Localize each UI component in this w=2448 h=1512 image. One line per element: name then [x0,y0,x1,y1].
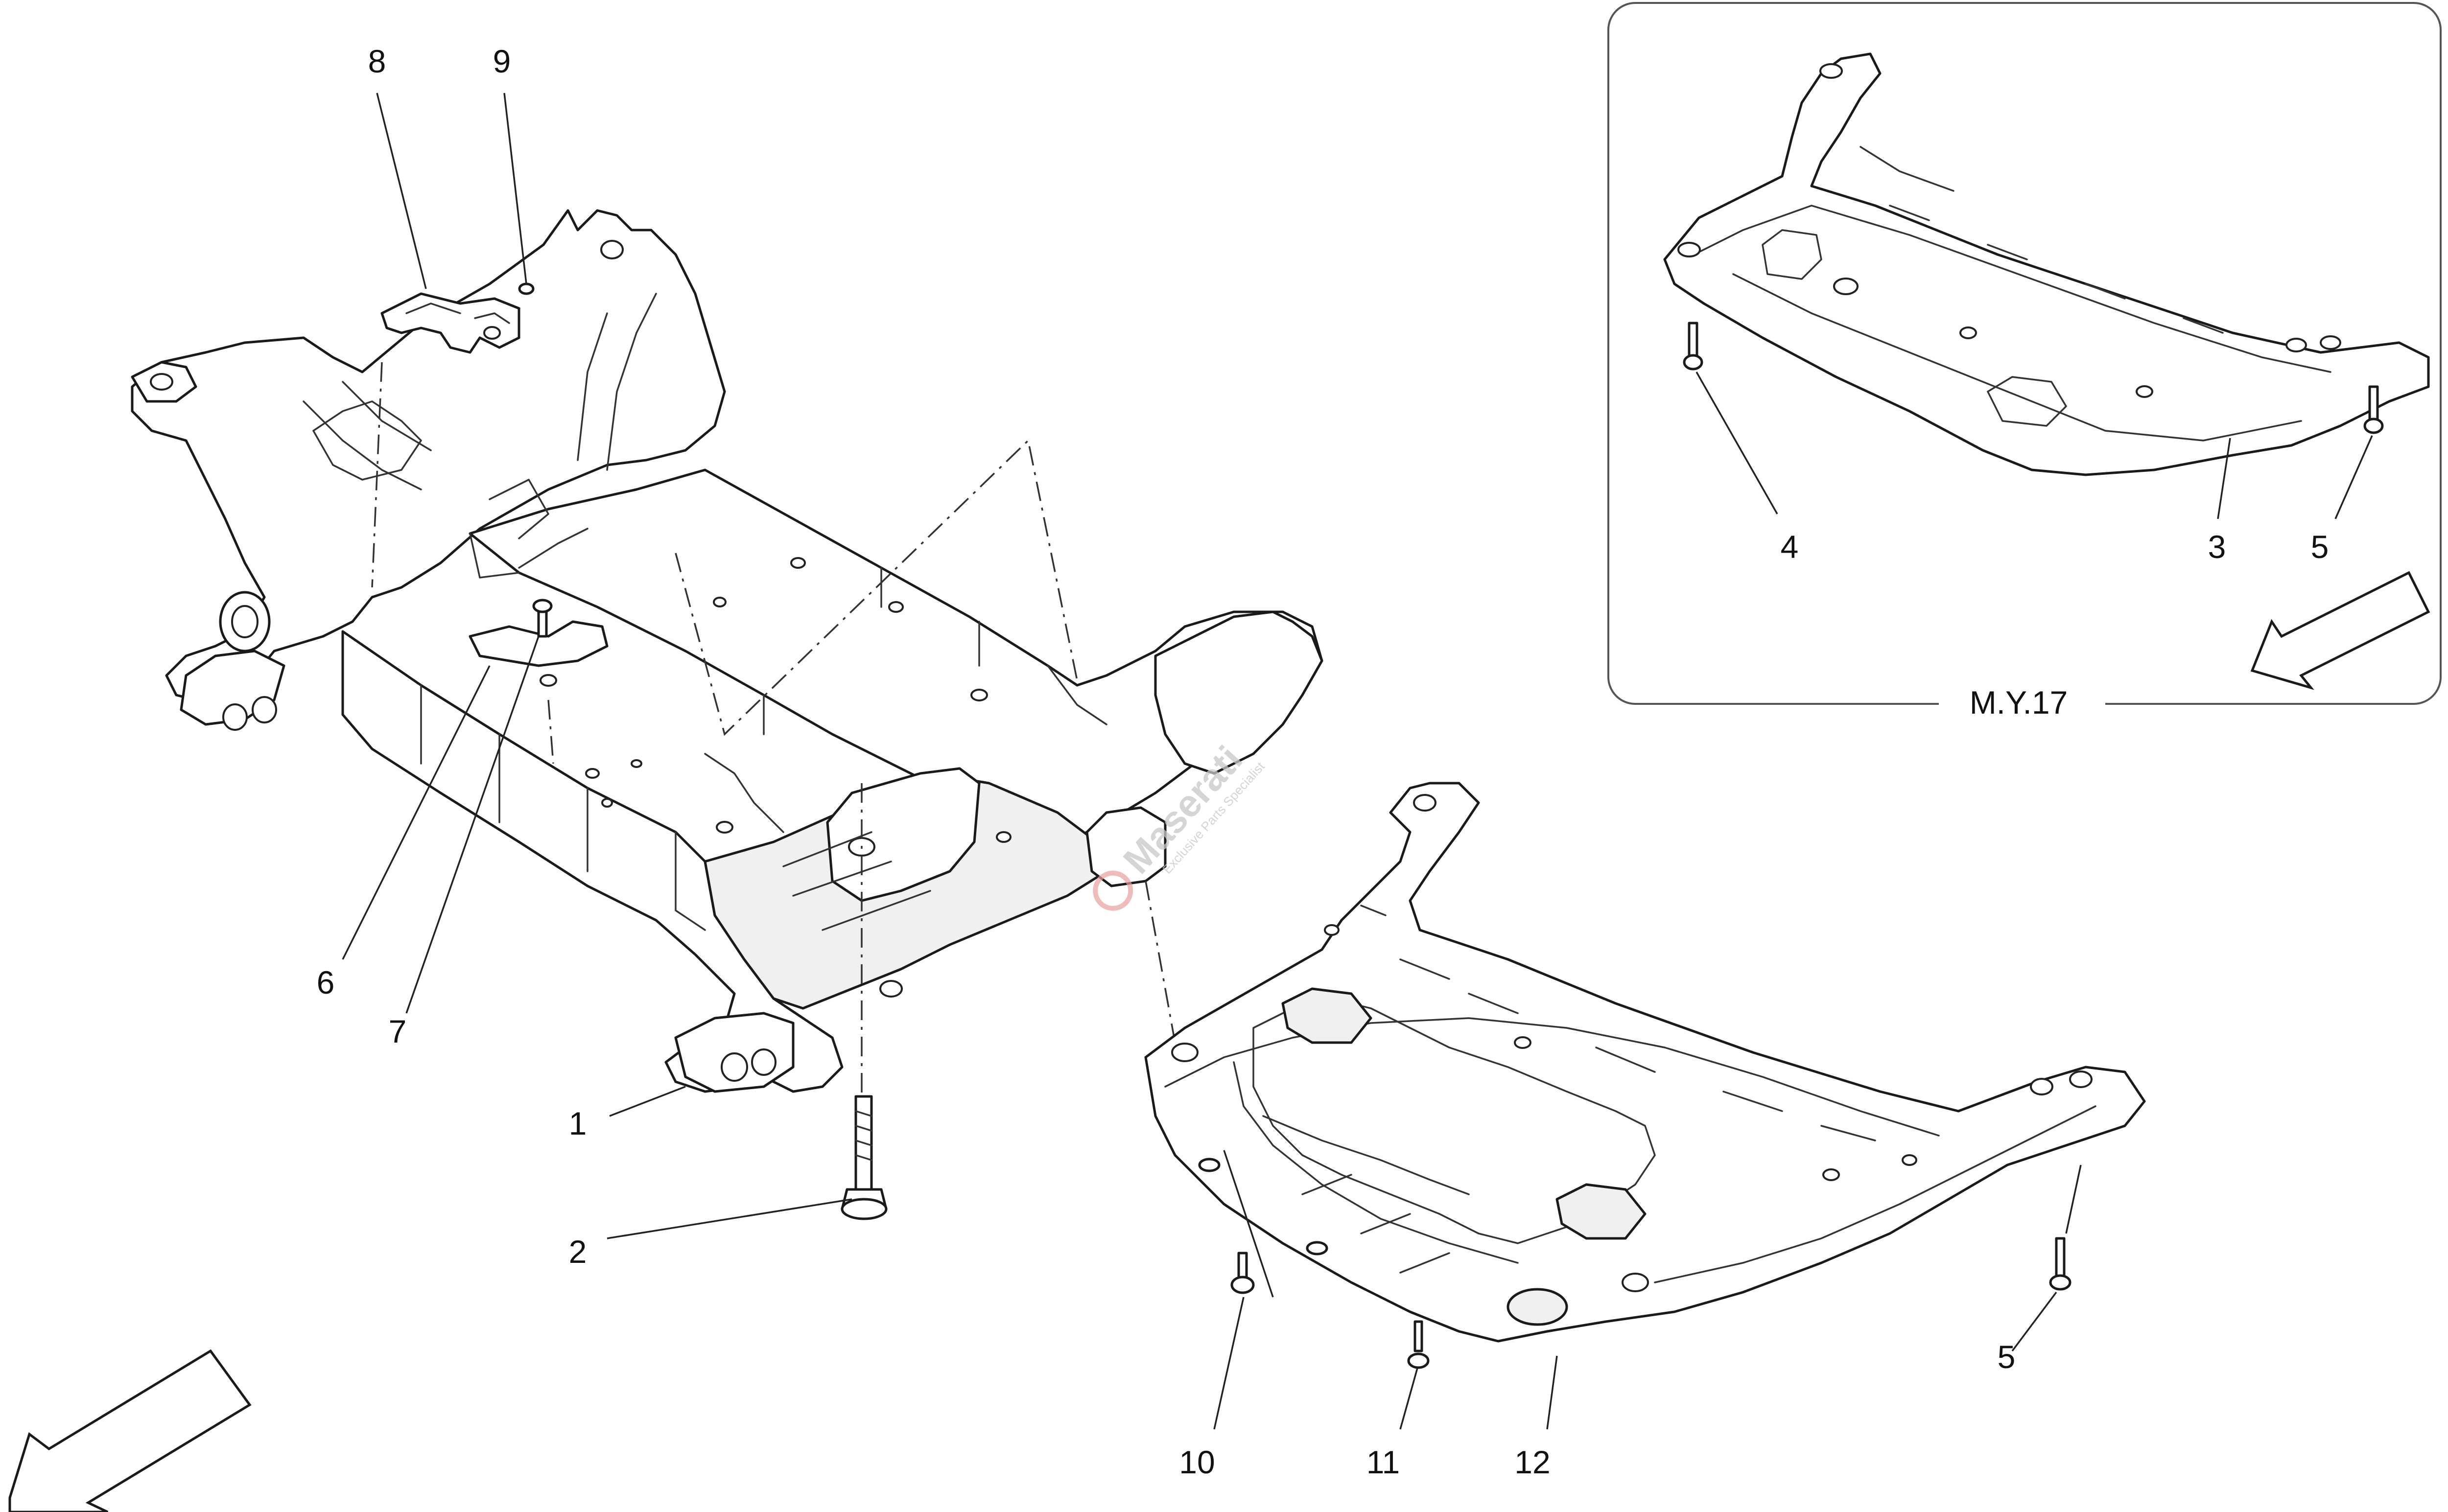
callout-2: 2 [569,1233,587,1270]
callout-9: 9 [493,43,511,79]
callout-1: 1 [569,1105,587,1141]
screw-9 [518,282,535,295]
callout-10: 10 [1179,1444,1215,1480]
bolt-2 [841,1095,888,1220]
inset-label: M.Y.17 [1970,684,2068,721]
callout-labels: 1 2 3 4 5 5 6 7 8 9 10 11 12 [317,43,2329,1480]
callout-11: 11 [1366,1444,1400,1480]
callout-12: 12 [1514,1444,1550,1480]
bolt-10 [1230,1252,1255,1294]
callout-7: 7 [389,1013,407,1049]
bolt-7 [532,599,553,638]
bolt-5-lower [2049,1237,2071,1291]
bracket-8 [380,292,520,354]
callout-5-lower: 5 [1998,1339,2016,1375]
inset-direction-arrow [2250,571,2430,690]
inset-bolt-4 [1683,322,1703,371]
inset-skid-plate [1663,52,2430,476]
clip-fasteners [1198,1158,1328,1256]
front-subframe [131,209,1323,1140]
bracket-6 [469,620,609,667]
leader-lines [342,93,2082,1430]
callout-4: 4 [1781,529,1799,565]
callout-6: 6 [317,964,335,1000]
callout-5-inset: 5 [2311,529,2329,565]
main-direction-arrow [8,1349,252,1512]
inset-panel: M.Y.17 [1607,2,2442,722]
callout-3: 3 [2208,529,2226,565]
skid-plate-12 [1144,782,2146,1343]
callout-8: 8 [368,43,386,79]
inset-bolt-5 [2363,385,2384,434]
bolt-11 [1407,1320,1430,1369]
